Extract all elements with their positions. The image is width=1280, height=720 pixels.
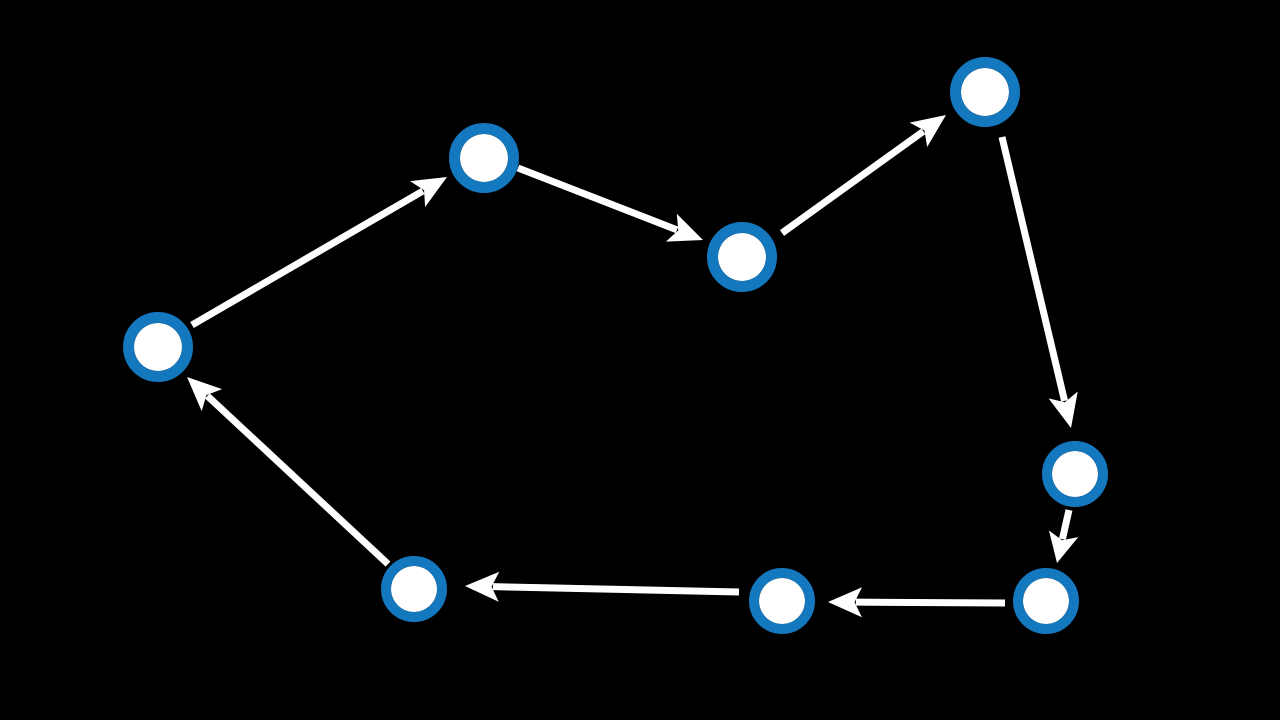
edge-shaft (205, 393, 391, 567)
node-ring (381, 556, 447, 622)
graph-node[interactable] (950, 57, 1020, 127)
graph-node[interactable] (449, 123, 519, 193)
node-fill (718, 233, 766, 281)
edge-shaft (1058, 509, 1073, 540)
node-fill (1052, 451, 1098, 497)
arrowhead-icon (665, 213, 703, 242)
node-fill (759, 578, 805, 624)
graph-node[interactable] (1013, 568, 1079, 634)
arrowhead-icon (909, 115, 946, 148)
graph-edge[interactable] (779, 115, 946, 236)
edges-layer (187, 115, 1079, 618)
node-ring (749, 568, 815, 634)
edge-shaft (998, 136, 1068, 402)
arrowhead-icon (1048, 391, 1078, 428)
node-fill (1023, 578, 1069, 624)
edge-shaft (492, 583, 740, 596)
node-fill (460, 134, 508, 182)
arrowhead-icon (410, 177, 447, 208)
graph-node[interactable] (1042, 441, 1108, 507)
edge-shaft (855, 598, 1006, 607)
node-ring (950, 57, 1020, 127)
edge-shaft (516, 164, 679, 234)
graph-edge[interactable] (828, 587, 1006, 618)
edge-shaft (190, 187, 425, 329)
node-ring (123, 312, 193, 382)
node-ring (449, 123, 519, 193)
node-fill (391, 566, 437, 612)
graph-node[interactable] (707, 222, 777, 292)
node-fill (134, 323, 182, 371)
node-ring (1013, 568, 1079, 634)
graph-edge[interactable] (187, 377, 391, 567)
graph-node[interactable] (381, 556, 447, 622)
graph-edge[interactable] (465, 571, 740, 602)
node-ring (707, 222, 777, 292)
arrowhead-icon (465, 571, 500, 602)
arrowhead-icon (828, 587, 863, 618)
arrowhead-icon (1048, 530, 1079, 563)
graph-node[interactable] (123, 312, 193, 382)
node-fill (961, 68, 1009, 116)
node-ring (1042, 441, 1108, 507)
graph-edge[interactable] (1048, 509, 1079, 563)
arrowhead-icon (187, 377, 223, 412)
graph-edge[interactable] (998, 136, 1078, 428)
edge-shaft (779, 128, 926, 236)
graph-node[interactable] (749, 568, 815, 634)
nodes-layer (123, 57, 1108, 634)
graph-edge[interactable] (190, 177, 447, 329)
graph-edge[interactable] (516, 164, 703, 242)
